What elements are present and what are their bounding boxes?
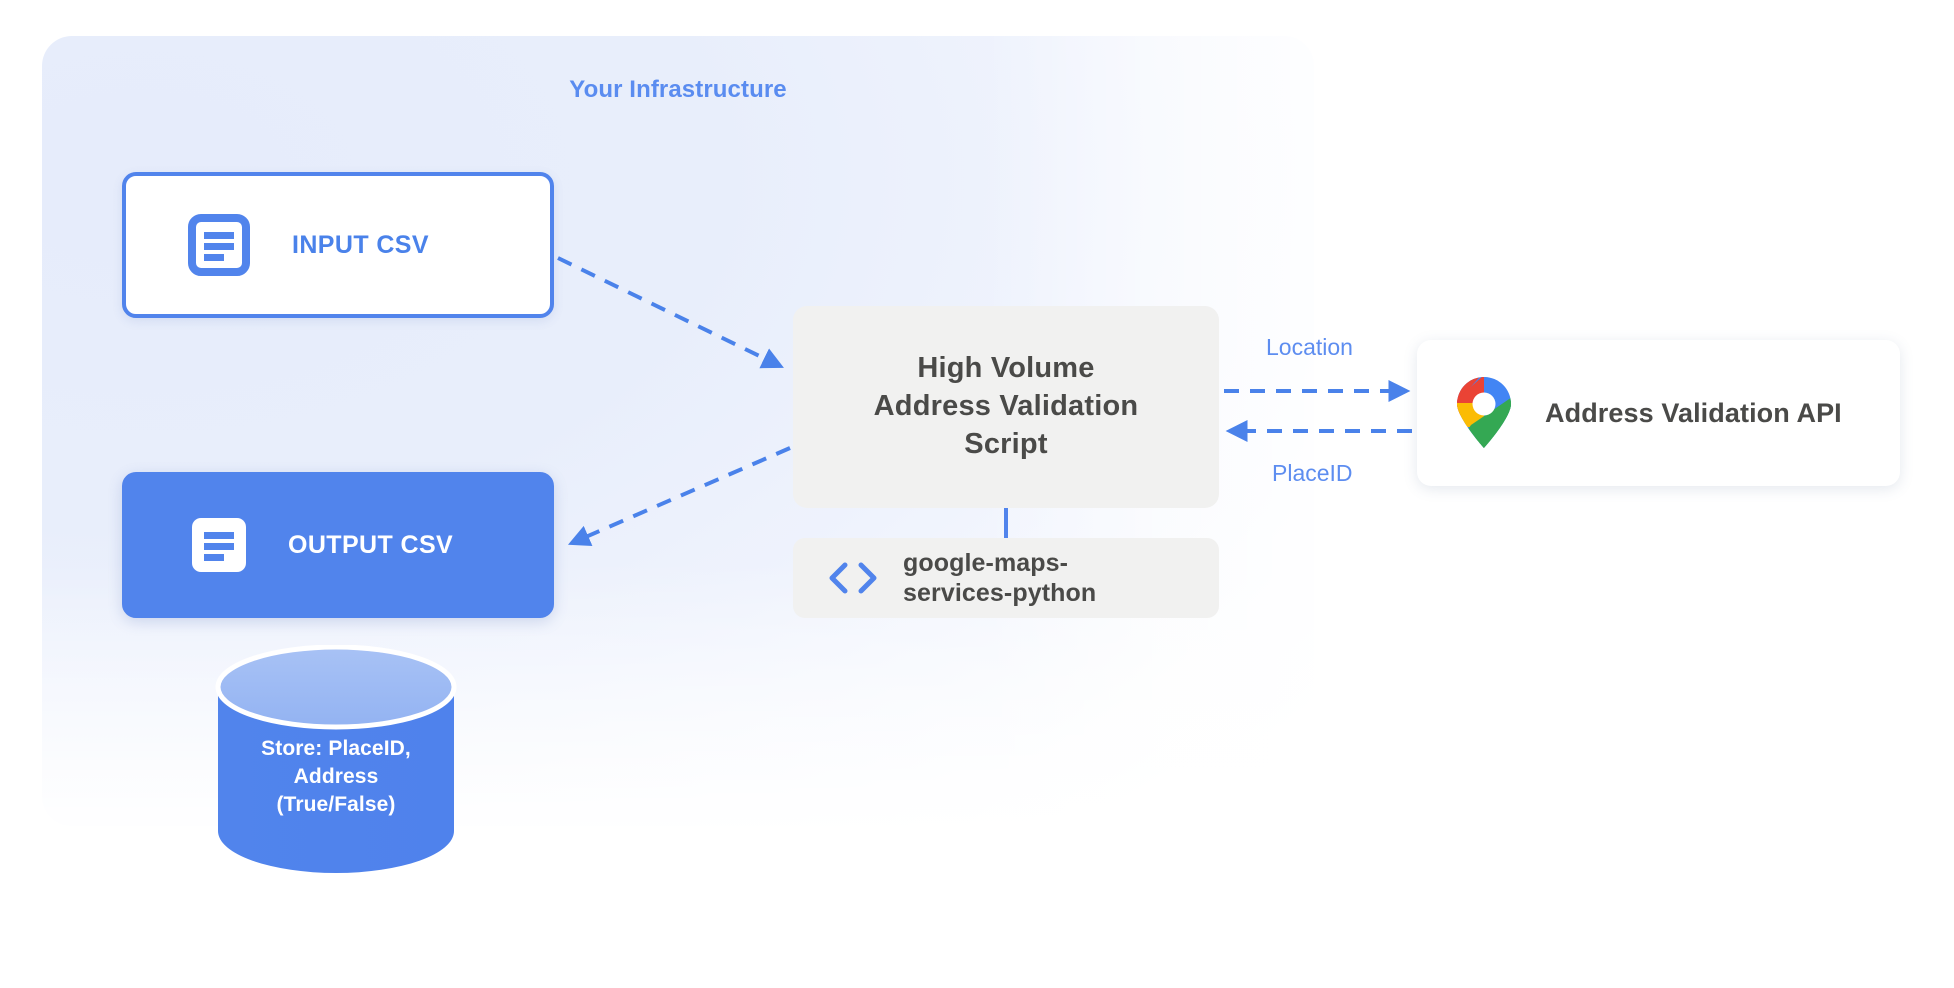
database-line-2: Address [293, 764, 379, 788]
database-line-1: Store: PlaceID, [261, 737, 411, 760]
node-client-library[interactable]: google-maps- services-python [793, 538, 1219, 618]
edge-label-location: Location [1266, 334, 1353, 360]
edge-label-placeid: PlaceID [1272, 460, 1353, 486]
database-text-block: Store: PlaceID, Address (True/False) [212, 735, 460, 819]
script-line-1: High Volume [917, 352, 1095, 385]
library-line-1: google-maps- [903, 548, 1069, 577]
code-brackets-icon [829, 562, 877, 594]
node-output-csv[interactable]: OUTPUT CSV [122, 472, 554, 618]
document-icon [192, 518, 246, 572]
input-csv-label: INPUT CSV [292, 230, 429, 259]
node-input-csv[interactable]: INPUT CSV [122, 172, 554, 318]
panel-title: Your Infrastructure [569, 76, 787, 103]
database-cylinder[interactable] [212, 645, 460, 873]
library-line-2: services-python [903, 579, 1097, 607]
script-line-3: Script [964, 427, 1048, 460]
api-label: Address Validation API [1545, 397, 1842, 428]
node-validation-script[interactable]: High Volume Address Validation Script [793, 306, 1219, 508]
script-line-2: Address Validation [873, 390, 1139, 423]
database-line-3: (True/False) [276, 792, 396, 816]
script-text-block: High Volume Address Validation Script [874, 350, 1139, 463]
document-icon [188, 214, 250, 276]
google-maps-pin-icon [1457, 377, 1512, 449]
node-address-validation-api[interactable]: Address Validation API [1417, 340, 1900, 486]
library-text-block: google-maps- services-python [903, 548, 1096, 609]
script-library-connector [1004, 508, 1008, 538]
output-csv-label: OUTPUT CSV [288, 530, 454, 559]
